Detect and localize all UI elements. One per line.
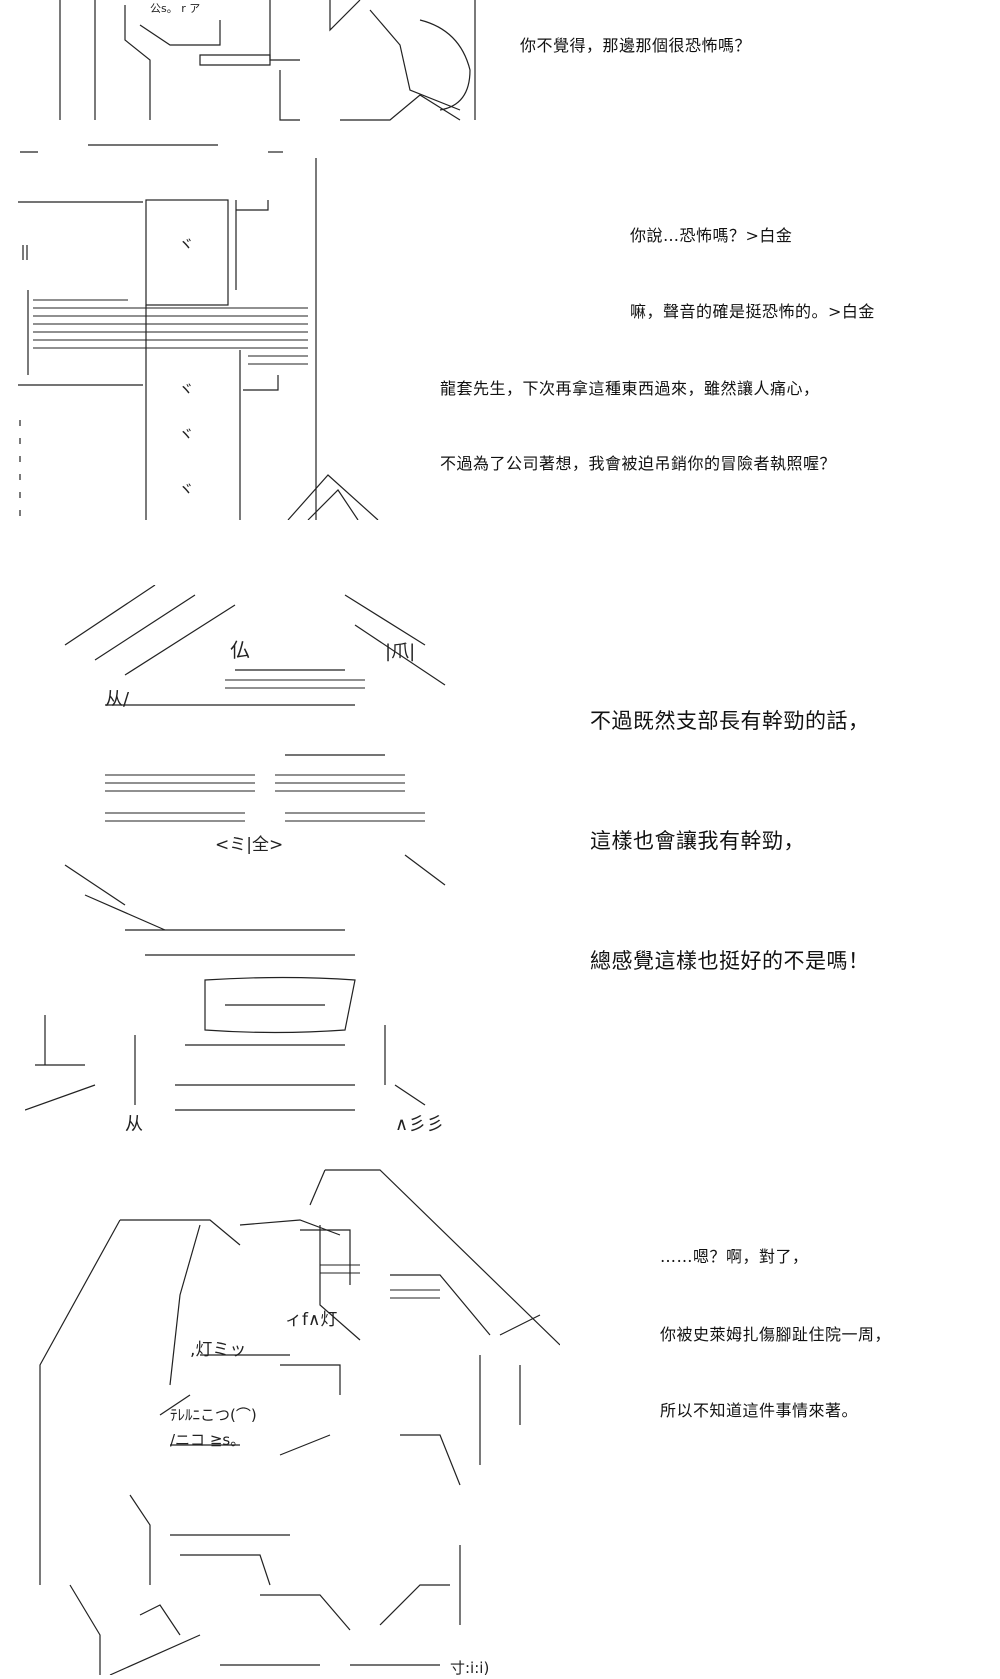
dialogue-line: 所以不知道這件事情來著。 [660,1401,859,1420]
dialogue-line: ……嗯？啊，對了， [660,1247,809,1266]
svg-text:寸:i:i): 寸:i:i) [450,1659,489,1675]
svg-text:|爪|: |爪| [385,641,415,662]
dialogue-line: 總感覺這樣也挺好的不是嗎！ [590,949,870,973]
manga-panel-4: ィf∧灯 ,灯ミッ ﾃﾚﾙﾆこつ(⌒) /ニコ ≧s。 寸:i:i) ……嗯？啊… [0,1165,1000,1679]
svg-text:∧彡彡: ∧彡彡 [395,1114,444,1135]
ascii-art-doors: ヾ ヾ ヾ ヾ [18,140,388,520]
svg-text:ヾ: ヾ [178,425,194,444]
ascii-art-character-hooded: ィf∧灯 ,灯ミッ ﾃﾚﾙﾆこつ(⌒) /ニコ ≧s。 寸:i:i) [20,1165,560,1675]
svg-text:从: 从 [125,1114,143,1135]
manga-panel-1: 公s。 r ア 你不覺得，那邊那個很恐怖嗎？ [0,0,1000,130]
ascii-art-character-face: 仏 |爪| <ミ|全> 从/ 从 ∧彡彡 [25,585,465,1145]
svg-text:<ミ|全>: <ミ|全> [215,835,283,855]
svg-text:,灯ミッ: ,灯ミッ [190,1340,246,1360]
svg-text:ヾ: ヾ [178,480,194,499]
svg-text:公s。 r ア: 公s。 r ア [150,2,200,15]
svg-text:ィf∧灯: ィf∧灯 [285,1310,337,1330]
svg-text:从/: 从/ [105,689,130,710]
dialogue-line: 不過為了公司著想，我會被迫吊銷你的冒險者執照喔？ [440,454,837,473]
dialogue-line: 這樣也會讓我有幹勁， [590,829,805,853]
svg-text:ヾ: ヾ [178,380,194,399]
dialogue-line: 你說…恐怖嗎？>白金 [630,226,793,245]
ascii-art-figures-top: 公s。 r ア [40,0,510,125]
manga-panel-3: 仏 |爪| <ミ|全> 从/ 从 ∧彡彡 不過既然支部長有幹勁的話， 這樣也會讓… [0,585,1000,1155]
svg-text:仏: 仏 [230,638,250,662]
dialogue-line: 不過既然支部長有幹勁的話， [590,709,870,733]
svg-text:ヾ: ヾ [178,235,194,254]
manga-panel-2: ヾ ヾ ヾ ヾ 你說…恐怖嗎？>白金 嘛，聲音的確是挺恐怖的。>白金 龍套先生，… [0,140,1000,570]
dialogue-line: 龍套先生，下次再拿這種東西過來，雖然讓人痛心， [440,379,820,398]
dialogue-line: 嘛，聲音的確是挺恐怖的。>白金 [630,302,875,321]
dialogue-line: 你不覺得，那邊那個很恐怖嗎？ [520,36,752,55]
svg-text:ﾃﾚﾙﾆこつ(⌒): ﾃﾚﾙﾆこつ(⌒) [170,1406,257,1424]
dialogue-line: 你被史萊姆扎傷腳趾住院一周， [660,1325,892,1344]
svg-text:/ニコ ≧s。: /ニコ ≧s。 [170,1431,245,1449]
